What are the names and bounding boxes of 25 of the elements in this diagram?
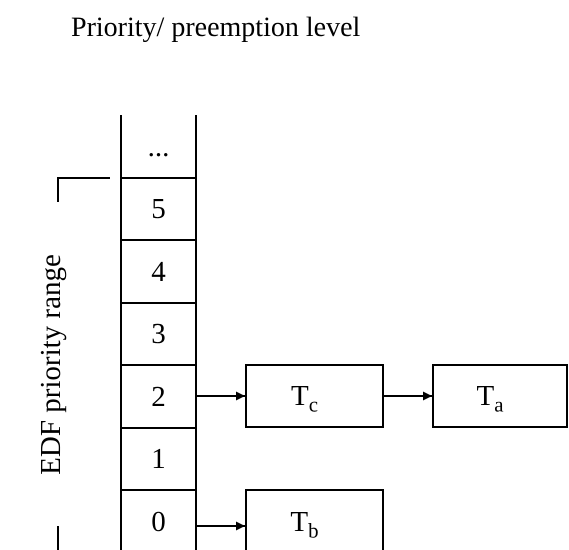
task-label: T$_{a}$ [476,380,504,412]
priority-number: 3 [151,318,166,351]
priority-number: 5 [151,193,166,226]
priority-level-cell [120,115,197,179]
priority-level-cell [120,427,197,490]
priority-level-cell [120,302,197,365]
task-box [245,364,384,428]
priority-number: ... [148,130,170,164]
priority-number: 1 [151,443,166,476]
task-box [432,364,568,428]
priority-number: 2 [151,380,166,414]
priority-level-cell [120,239,197,303]
priority-number: 4 [151,256,166,288]
range-label: EDF priority range [34,254,68,474]
priority-level-cell [120,177,197,240]
arrow [384,392,432,400]
priority-level-cell [120,489,197,550]
task-label: T$_{b}$ [290,506,319,539]
task-label: T$_{c}$ [291,380,318,412]
priority-level-cell [120,364,197,428]
priority-number: 0 [151,506,166,539]
task-box [245,489,384,550]
arrow [197,392,245,400]
axis-title: Priority/ preemption level [71,11,362,45]
arrow [197,522,245,530]
